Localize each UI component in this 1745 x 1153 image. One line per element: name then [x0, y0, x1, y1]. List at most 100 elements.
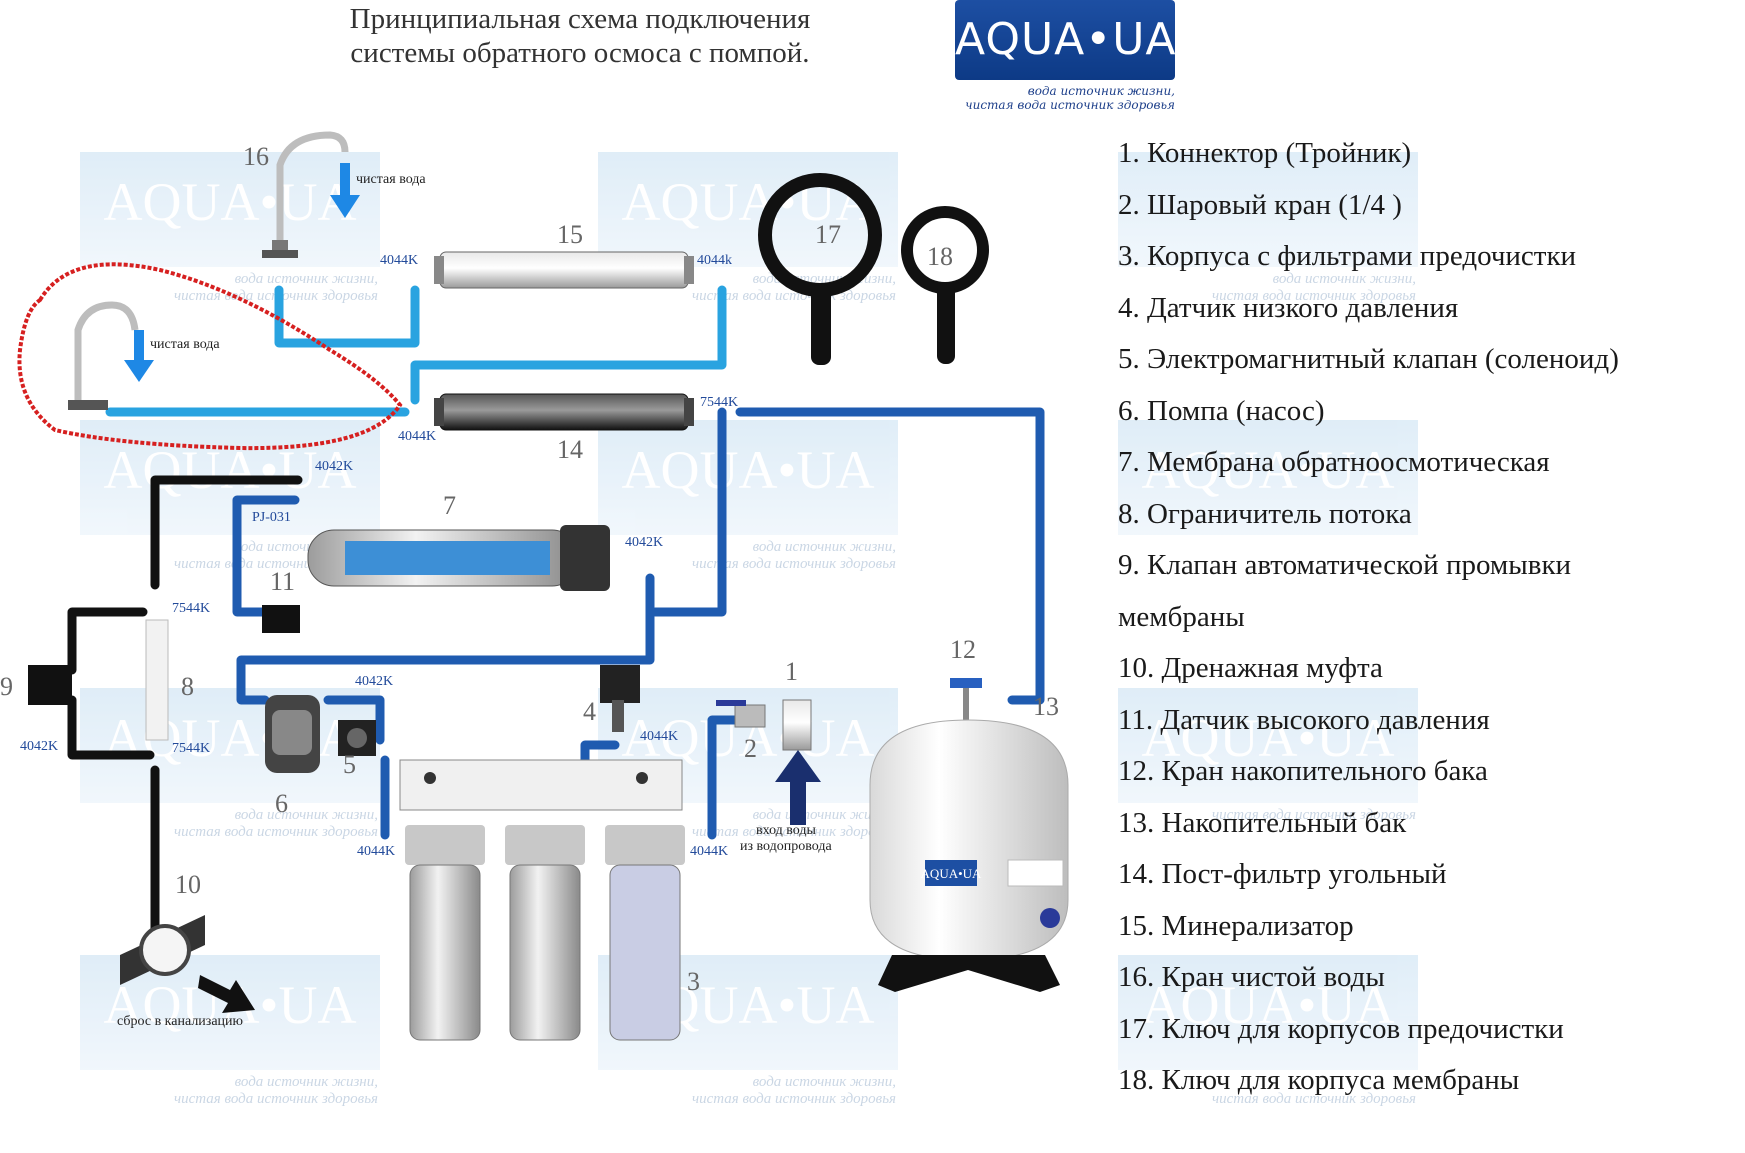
- number-7: 7: [443, 491, 456, 520]
- watermark-line2: чистая вода источник здоровья: [692, 556, 896, 572]
- number-9: 9: [0, 672, 13, 701]
- fitting-label: 4044K: [380, 253, 418, 268]
- tank-brand-label: AQUA•UA: [921, 866, 982, 881]
- legend-item: 6. Помпа (насос): [1118, 394, 1325, 427]
- number-17: 17: [815, 220, 841, 249]
- arrow-down-icon: [124, 330, 154, 382]
- number-10: 10: [175, 870, 201, 899]
- ball-valve-2: [716, 700, 766, 728]
- pump-6: [265, 695, 320, 773]
- pipe-drain-lower: [67, 695, 155, 760]
- fitting-label: 7544K: [700, 395, 738, 410]
- fitting-labels: 4044K 4044k 7544K 4044K 4042K PJ-031 404…: [20, 253, 738, 859]
- watermark-2: AQUA•UA вода источник жизни, чистая вода…: [598, 152, 898, 304]
- watermark-5: AQUA•UA вода источник жизни, чистая вода…: [80, 688, 380, 840]
- watermark-brand: AQUA•UA: [1142, 708, 1395, 768]
- component-numbers: 1 2 3 4 5 6 7 8 9 10 11 12 13 14 15 16 1…: [0, 142, 1059, 996]
- membrane-housing-7: [307, 525, 610, 591]
- fitting-label: 4044K: [690, 844, 728, 859]
- number-11: 11: [270, 567, 295, 596]
- brand-logo: AQUA•UA вода источник жизни, чистая вода…: [955, 0, 1177, 120]
- number-15: 15: [557, 220, 583, 249]
- high-pressure-sensor-11: [262, 605, 300, 633]
- storage-tank-13: AQUA•UA: [869, 678, 1069, 992]
- watermark-12: вода источник жизни, чистая вода источни…: [1118, 152, 1418, 304]
- fitting-label: 4042K: [20, 739, 58, 754]
- fitting-label: 4042K: [625, 535, 663, 550]
- pipe-pump-to-solenoid: [323, 695, 385, 745]
- number-13: 13: [1033, 692, 1059, 721]
- watermark-brand: AQUA•UA: [104, 440, 357, 500]
- legend-item: 14. Пост-фильтр угольный: [1118, 858, 1447, 890]
- watermark-9: AQUA•UA: [1118, 420, 1418, 535]
- watermark-line1: вода источник жизни,: [753, 1074, 896, 1090]
- pipe-mineralizer-to-postfilter: [410, 285, 727, 405]
- inlet-arrow-icon: [775, 750, 821, 825]
- water-inlet-label-1: вход воды: [756, 823, 817, 838]
- fitting-label: 4042K: [355, 674, 393, 689]
- legend-item: 11. Датчик высокого давления: [1118, 703, 1490, 736]
- number-18: 18: [927, 242, 953, 271]
- watermark-brand: AQUA•UA: [1142, 975, 1395, 1035]
- legend-item: 4. Датчик низкого давления: [1118, 291, 1459, 324]
- clean-water-label-2: чистая вода: [150, 337, 220, 352]
- fitting-label: PJ-031: [252, 510, 291, 525]
- number-4: 4: [583, 697, 596, 726]
- legend-item: 12. Кран накопительного бака: [1118, 755, 1488, 787]
- watermark-line1: вода источник жизни,: [753, 539, 896, 555]
- number-8: 8: [181, 672, 194, 701]
- watermark-line2: чистая вода источник здоровья: [1212, 1091, 1416, 1107]
- clean-water-label: чистая вода: [356, 172, 426, 187]
- red-annotation-scribble: [17, 262, 403, 451]
- watermark-11: AQUA•UA чистая вода источник здоровья: [1118, 955, 1418, 1107]
- flush-valve-9: [28, 665, 72, 705]
- pipe-drain-left: [67, 607, 148, 675]
- legend-item: 2. Шаровый кран (1/4 ): [1118, 188, 1402, 221]
- legend-item: 9. Клапан автоматической промывки мембра…: [1118, 549, 1572, 633]
- fitting-label: 4044K: [640, 729, 678, 744]
- watermark-line2: чистая вода источник здоровья: [692, 288, 896, 304]
- watermark-1: AQUA•UA вода источник жизни, чистая вода…: [80, 152, 380, 304]
- number-5: 5: [343, 750, 356, 779]
- legend-item: 18. Ключ для корпуса мембраны: [1118, 1064, 1520, 1096]
- logo-tagline-2: чистая вода источник здоровья: [965, 98, 1175, 112]
- solenoid-valve-5: [338, 720, 376, 756]
- mineralizer-15: [434, 251, 694, 289]
- legend-list: 1. Коннектор (Тройник) 2. Шаровый кран (…: [1118, 128, 1738, 1107]
- legend-item: 17. Ключ для корпусов предочистки: [1118, 1012, 1564, 1045]
- fitting-label: 7544K: [172, 741, 210, 756]
- title-line-2: системы обратного осмоса с помпой.: [350, 37, 810, 69]
- watermark-line2: чистая вода источник здоровья: [1212, 288, 1416, 304]
- number-16: 16: [243, 142, 269, 171]
- number-3: 3: [687, 967, 700, 996]
- watermark-brand: AQUA•UA: [1142, 440, 1395, 500]
- logo-box: [955, 0, 1175, 80]
- number-1: 1: [785, 657, 798, 686]
- number-12: 12: [950, 635, 976, 664]
- legend-item: 5. Электромагнитный клапан (соленоид): [1118, 343, 1619, 375]
- membrane-wrench-18: [901, 206, 989, 364]
- legend-item: 16. Кран чистой воды: [1118, 961, 1385, 993]
- legend-item: 7. Мембрана обратноосмотическая: [1118, 446, 1550, 478]
- drain-label: сброс в канализацию: [117, 1014, 243, 1029]
- watermark-line2: чистая вода источник здоровья: [692, 1091, 896, 1107]
- legend-item: 8. Ограничитель потока: [1118, 497, 1412, 530]
- logo-brand-text: AQUA•UA: [955, 14, 1177, 65]
- title-line-1: Принципиальная схема подключения: [349, 3, 811, 35]
- watermark-line1: вода источник жизни,: [753, 807, 896, 823]
- drain-arrow-icon: [198, 975, 255, 1013]
- pipe-postfilter-to-tank: [735, 407, 1045, 705]
- watermark-10: AQUA•UA чистая вода источник здоровья: [1118, 688, 1418, 823]
- watermark-brand: AQUA•UA: [104, 172, 357, 232]
- fitting-label: 4044K: [398, 429, 436, 444]
- fitting-label: 4044K: [357, 844, 395, 859]
- watermark-line1: вода источник жизни,: [235, 807, 378, 823]
- legend-item: 3. Корпуса с фильтрами предочистки: [1118, 240, 1577, 272]
- watermark-line2: чистая вода источник здоровья: [174, 824, 378, 840]
- watermark-brand: AQUA•UA: [622, 440, 875, 500]
- watermark-line2: чистая вода источник здоровья: [1212, 807, 1416, 823]
- legend-item: 15. Минерализатор: [1118, 909, 1354, 942]
- legend-item: 1. Коннектор (Тройник): [1118, 137, 1412, 169]
- pipe-membrane-to-postfilter: [650, 407, 727, 617]
